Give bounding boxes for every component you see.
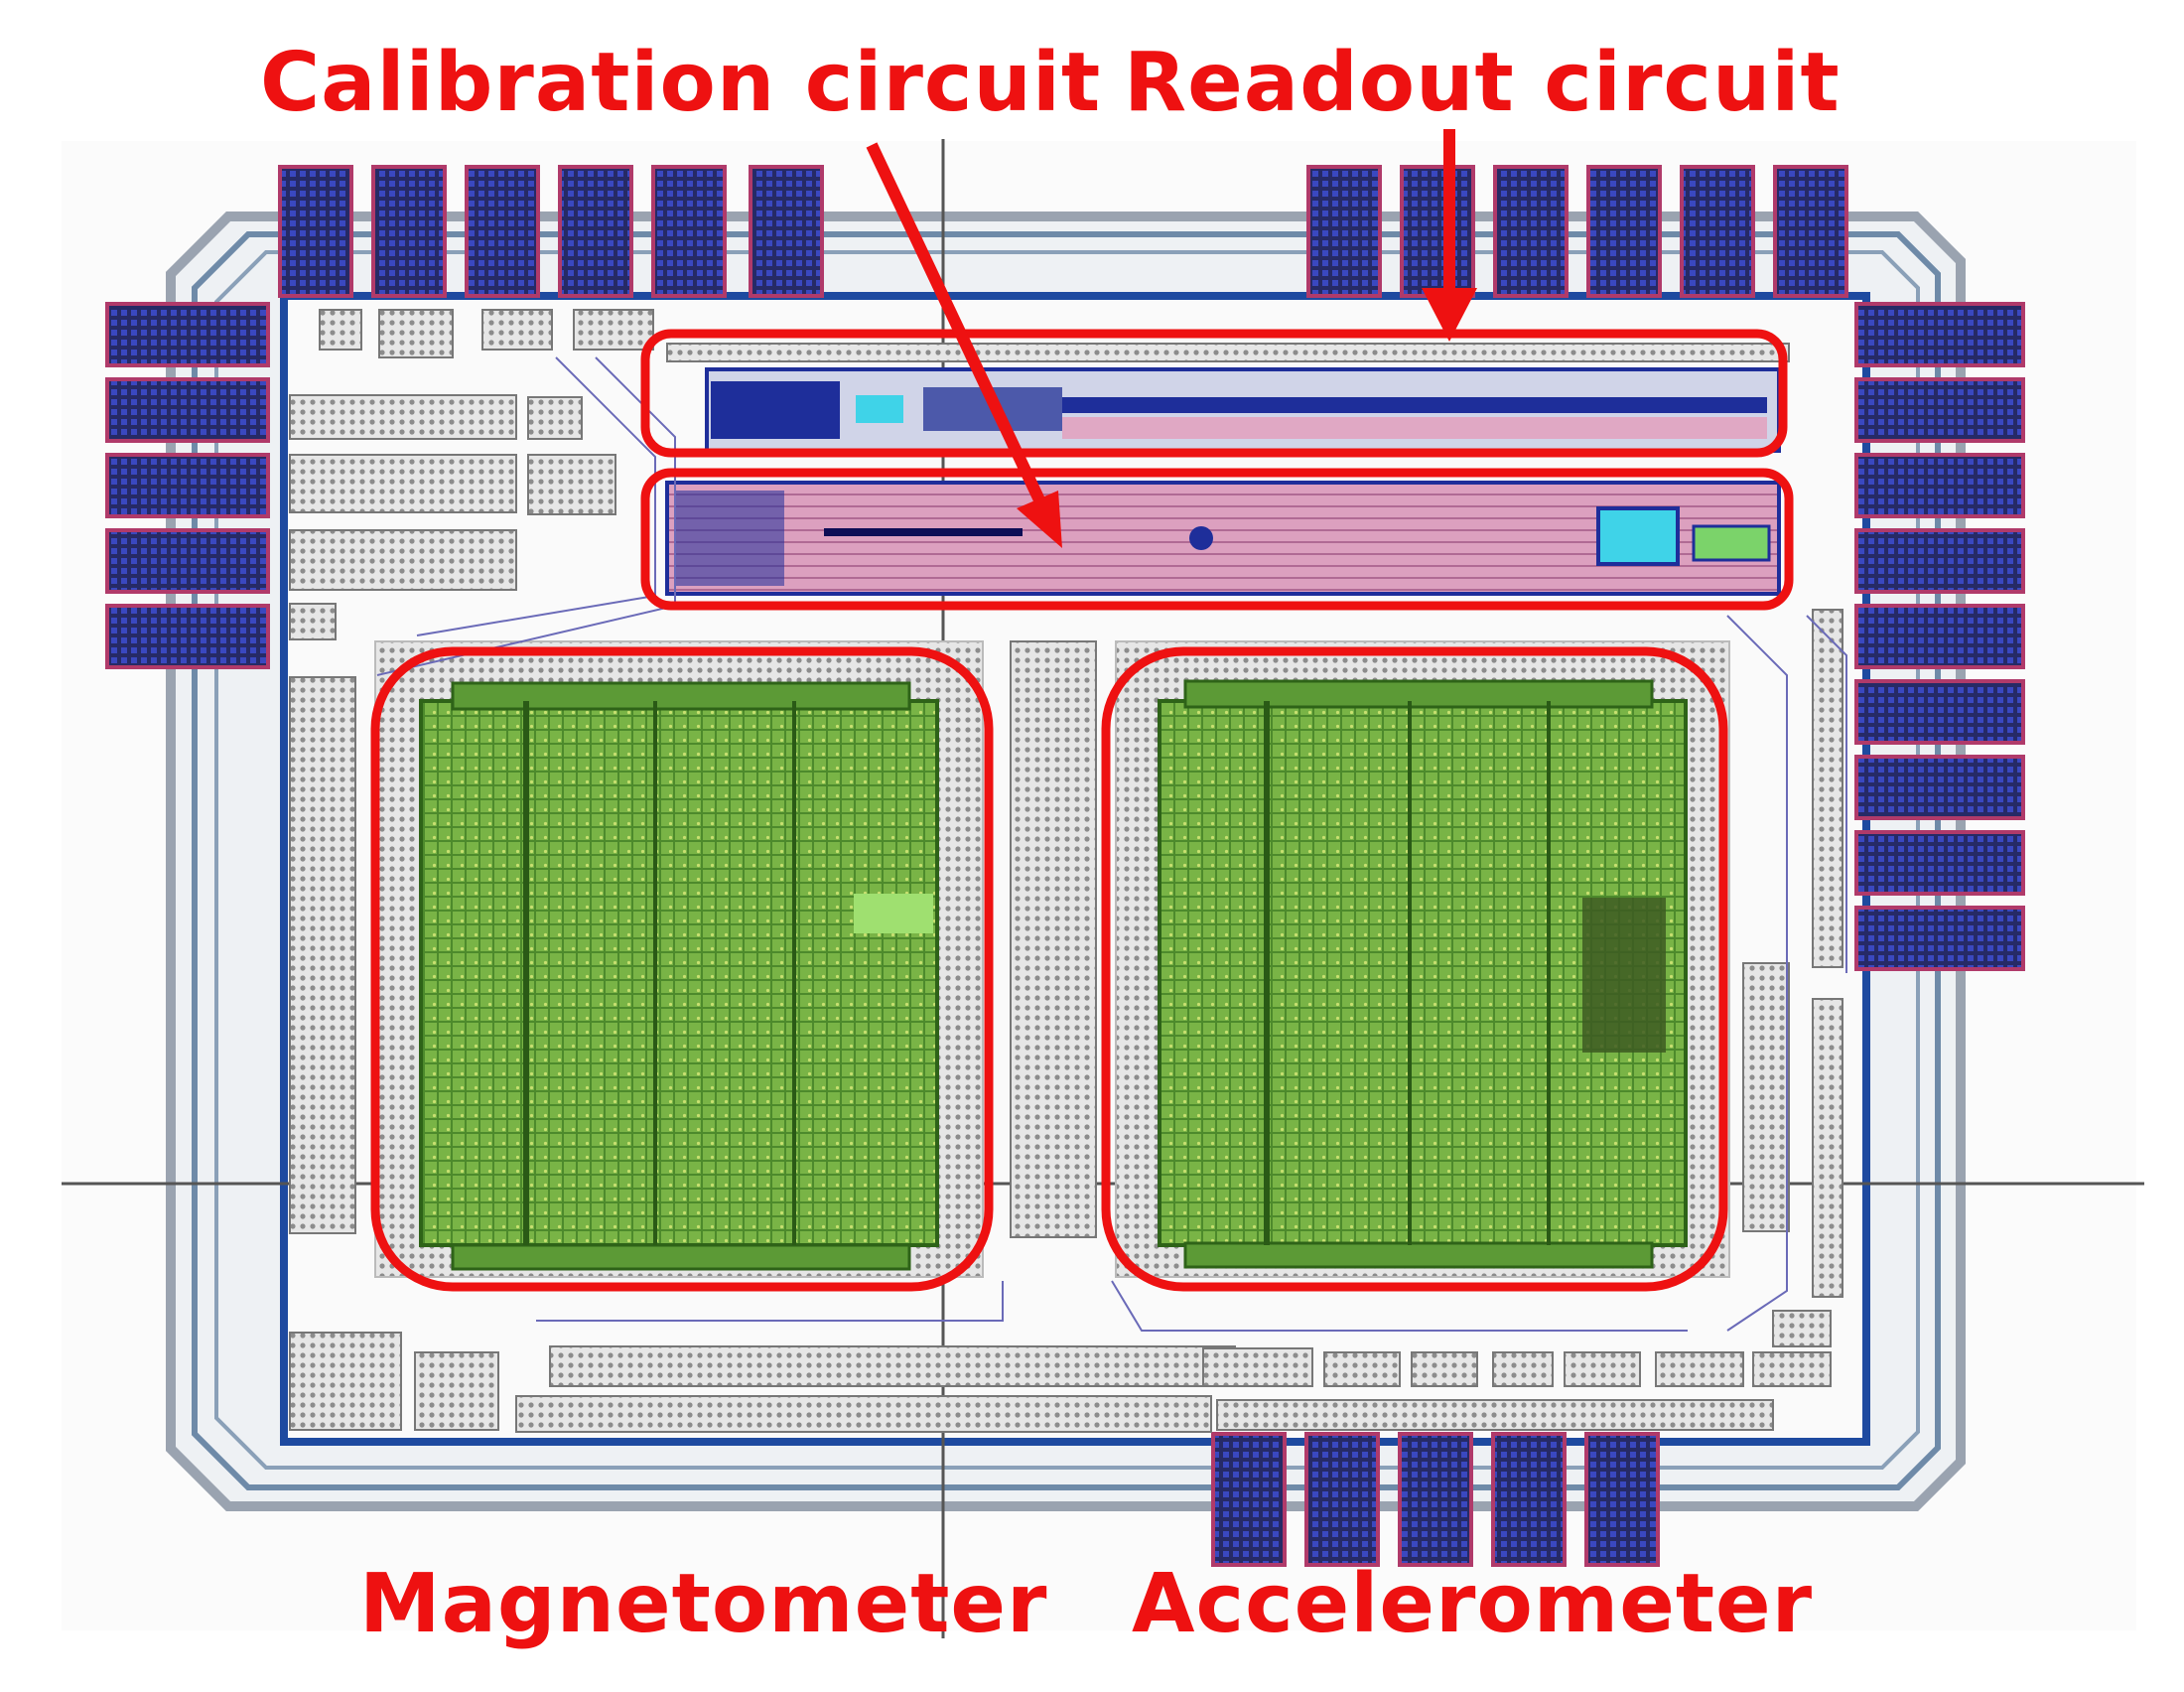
red-arrow-icon: [866, 129, 1477, 548]
magnetometer-sensor: [374, 640, 984, 1278]
readout-circuit-block: [666, 343, 1790, 453]
routing-wires: [376, 356, 1847, 1332]
bond-pads-left: [105, 302, 270, 669]
accelerometer-label: Accelerometer: [1132, 1557, 1814, 1651]
bond-pads-right: [1854, 302, 2025, 971]
bond-pads-bottom: [1211, 1432, 1660, 1567]
annotation-highlights: [370, 329, 1794, 1292]
bond-pads-top-left: [278, 165, 824, 298]
dummy-fill-blocks: [289, 309, 1843, 1433]
accelerometer-sensor: [1115, 640, 1730, 1278]
calibration-circuit-label: Calibration circuit: [260, 36, 1102, 130]
magnetometer-label: Magnetometer: [359, 1557, 1048, 1651]
readout-circuit-label: Readout circuit: [1124, 36, 1841, 130]
readout-circuit-highlight: [640, 329, 1788, 458]
calibration-circuit-highlight: [640, 468, 1794, 611]
magnetometer-highlight: [370, 646, 994, 1292]
accelerometer-highlight: [1101, 646, 1728, 1292]
calibration-circuit-block: [665, 481, 1781, 596]
